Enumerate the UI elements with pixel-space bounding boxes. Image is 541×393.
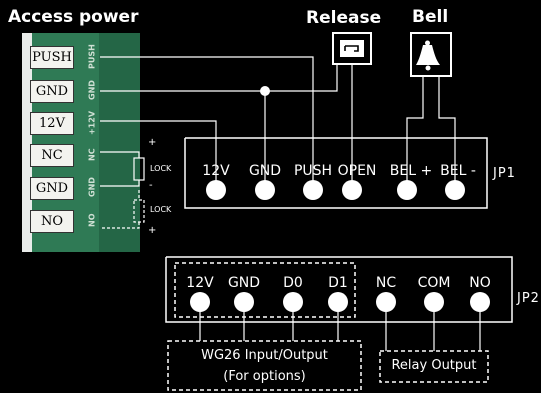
board-label-gnd-2: GND [87, 177, 97, 198]
jp2-outline [165, 256, 513, 323]
wire-lock-gnd [100, 180, 140, 187]
board-strip [99, 33, 140, 252]
relay-box-outline [379, 350, 489, 383]
wire-gnd [100, 64, 338, 92]
terminal-gnd-2: GND [30, 177, 74, 200]
jp2-pin-nc [376, 292, 396, 312]
jp2-label-nc: NC [375, 275, 397, 291]
jp2-pin-gnd [234, 292, 254, 312]
jp1-pin-bel-minus [445, 180, 465, 200]
wire-bel-minus [438, 76, 456, 190]
jp1-pin-12v [206, 180, 226, 200]
jp1-label-12v: 12V [202, 163, 230, 179]
terminal-12v: 12V [30, 112, 74, 135]
bell-icon [416, 40, 440, 71]
jp2-pin-12v [190, 292, 210, 312]
key-icon [344, 45, 359, 52]
jp2-pin-no [470, 292, 490, 312]
board-label-gnd: GND [87, 80, 97, 101]
terminal-no: NO [30, 210, 74, 233]
jp1-label-gnd: GND [248, 163, 282, 179]
jp1-label-push: PUSH [293, 163, 333, 179]
jp2-name: JP2 [517, 291, 540, 306]
wire-lock-no [100, 190, 140, 229]
jp2-label-d0: D0 [283, 275, 303, 291]
release-title: Release [306, 8, 382, 28]
jp2-label-gnd: GND [227, 275, 261, 291]
jp1-pin-bel-plus [397, 180, 417, 200]
access-power-title: Access power [8, 7, 139, 27]
wire-bel-plus [406, 76, 424, 190]
wg26-box-outline [167, 340, 362, 391]
lock-plus-1: + [148, 137, 157, 148]
wg26-line-2: (For options) [223, 369, 306, 384]
board-label-nc: NC [87, 148, 97, 161]
wire-12v [100, 120, 217, 190]
jp1-label-bel-plus: BEL + [389, 163, 433, 179]
terminal-gnd: GND [30, 80, 74, 103]
jp2-label-com: COM [417, 275, 451, 291]
jp2-label-d1: D1 [328, 275, 348, 291]
wire-lock-nc [100, 151, 140, 158]
jp1-label-bel-minus: BEL - [440, 163, 476, 179]
jp2-pin-d0 [283, 292, 303, 312]
wire-push [100, 56, 314, 190]
jp2-pin-com [424, 292, 444, 312]
jp1-pin-gnd [255, 180, 275, 200]
board-label-12v: +12V [87, 110, 97, 135]
relay-output-label: Relay Output [391, 358, 477, 373]
jp2-label-no: NO [469, 275, 491, 291]
board-edge [22, 33, 32, 252]
terminal-push: PUSH [30, 46, 74, 69]
lock-label-1: LOCK [150, 164, 172, 173]
terminal-nc: NC [30, 144, 74, 167]
jp2-label-12v: 12V [186, 275, 214, 291]
lock-plus-2: + [148, 225, 157, 236]
jp2-dashed-group [174, 262, 356, 318]
lock-label-2: LOCK [150, 205, 172, 214]
jp1-pin-open [342, 180, 362, 200]
jp2-pin-d1 [328, 292, 348, 312]
bell-title: Bell [412, 7, 449, 27]
jp1-pin-push [303, 180, 323, 200]
lock-minus: - [149, 180, 153, 191]
jp1-label-open: OPEN [337, 163, 377, 179]
jp1-name: JP1 [493, 166, 516, 181]
board-label-no: NO [87, 213, 97, 228]
board-label-push: PUSH [87, 44, 97, 69]
jp1-outline [184, 137, 488, 209]
release-inner [340, 40, 364, 57]
wg26-line-1: WG26 Input/Output [201, 348, 328, 363]
